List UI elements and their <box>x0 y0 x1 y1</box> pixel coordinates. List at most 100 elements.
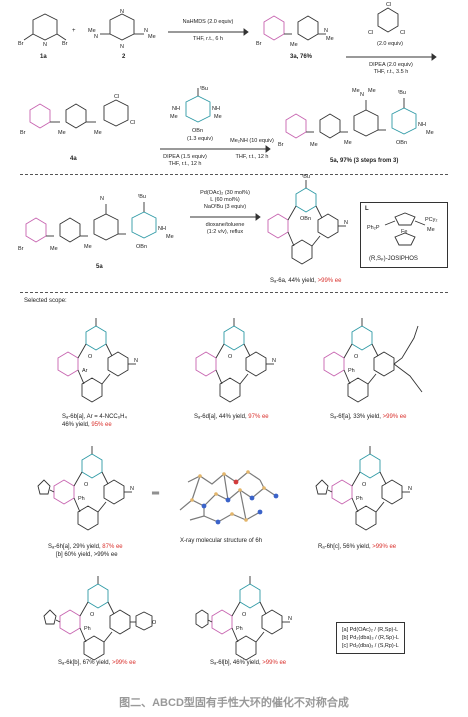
svg-text:O: O <box>90 612 95 618</box>
svg-text:N: N <box>144 28 148 34</box>
xray-caption: X-ray molecular structure of 6h <box>180 538 263 544</box>
svg-text:N: N <box>120 9 124 15</box>
svg-text:N: N <box>94 34 98 40</box>
scope-6k-result: Sₐ-6k[b], 67% yield, >99% ee <box>58 660 136 666</box>
svg-text:Me: Me <box>166 234 174 240</box>
macrocycle-6h-structure: OPh N <box>37 446 134 531</box>
svg-text:ᵗBu: ᵗBu <box>302 173 310 180</box>
svg-text:Br: Br <box>20 130 26 136</box>
svg-text:Ph: Ph <box>78 496 85 502</box>
macrocycle-6d-structure: ON <box>195 318 276 403</box>
step4-cond-solvent: dioxane/toluene <box>205 222 245 228</box>
josiphos-structure: Fe Ph₂P PCy₂ Me <box>367 212 438 246</box>
svg-text:Ar: Ar <box>82 368 88 374</box>
step1-conditions-bottom: THF, r.t., 6 h <box>193 36 223 42</box>
compound-1a-label: 1a <box>40 54 47 60</box>
svg-text:Me: Me <box>426 130 434 136</box>
svg-text:Cl: Cl <box>368 30 373 36</box>
svg-text:ᵗBu: ᵗBu <box>138 193 146 200</box>
step3-arrow <box>160 145 271 153</box>
svg-text:N: N <box>344 220 348 226</box>
scope-Ra6h-ee: >99% ee <box>372 544 397 550</box>
svg-text:O: O <box>152 620 157 626</box>
step4-cond-base: NaOᵗBu (3 equiv) <box>203 204 247 210</box>
step2-arrow <box>346 53 437 61</box>
legend-item-a: [a] Pd(OAc)₂ / (R,Sp)-L <box>342 627 399 633</box>
step4-cond-ligand: L (60 mol%) <box>210 197 240 203</box>
scope-6h-extra: [b] 60% yield, >99% ee <box>56 552 118 558</box>
compound-4a-structure: Br Me Me Cl Cl <box>20 94 135 136</box>
svg-text:NH: NH <box>158 226 166 232</box>
svg-text:Br: Br <box>62 41 68 47</box>
step1-arrow <box>168 28 249 36</box>
svg-text:N: N <box>134 358 138 364</box>
scope-6d-yield: 44% yield, <box>218 414 247 420</box>
svg-text:N: N <box>100 196 104 202</box>
svg-text:Me: Me <box>88 28 96 34</box>
ligand-box-title: L <box>365 206 369 212</box>
scope-Ra6h-yield: 56% yield, <box>342 544 371 550</box>
svg-text:Cl: Cl <box>400 30 405 36</box>
product-6a-yield: Sₐ-6a, 44% yield, <box>270 278 316 284</box>
svg-text:Me: Me <box>84 244 92 250</box>
svg-text:Ph: Ph <box>236 626 243 632</box>
scope-6k-ee: >99% ee <box>111 660 136 666</box>
svg-text:OBn: OBn <box>136 244 147 250</box>
svg-text:N: N <box>272 358 276 364</box>
svg-text:Ph: Ph <box>84 626 91 632</box>
step4-arrow <box>190 213 261 221</box>
macrocycle-Ra-6h-structure: OPh N <box>315 446 412 531</box>
svg-text:Me: Me <box>214 114 222 120</box>
plus-sign: + <box>72 28 76 34</box>
svg-text:Br: Br <box>18 246 24 252</box>
macrocycle-6k-structure: O Ph O <box>43 576 157 661</box>
svg-text:O: O <box>228 354 233 360</box>
legend-item-c: [c] Pd₂(dba)₃ / (S,Rp)-L <box>342 643 399 649</box>
step2-conditions-solvent: THF, r.t., 3.5 h <box>373 69 409 75</box>
trichlorotriazine-structure: Cl Cl Cl <box>368 2 405 36</box>
svg-text:Me: Me <box>310 142 318 148</box>
svg-text:NH: NH <box>212 106 220 112</box>
conditions-legend: [a] Pd(OAc)₂ / (R,Sp)-L [b] Pd₂(dba)₃ / … <box>336 622 405 654</box>
svg-text:Me: Me <box>368 88 376 94</box>
svg-text:O: O <box>354 354 359 360</box>
dibromopyridine-structure: Br N Br <box>18 13 68 48</box>
step4-cond-catalyst: Pd(OAc)₂ (30 mol%) <box>200 190 250 196</box>
svg-text:Cl: Cl <box>130 120 135 126</box>
svg-text:Me: Me <box>94 130 102 136</box>
scope-6k-label: Sₐ-6k[b], <box>58 660 81 666</box>
svg-text:Me: Me <box>290 42 298 48</box>
svg-text:Ph: Ph <box>356 496 363 502</box>
step3-cond-base: DIPEA (1.5 equiv) <box>163 154 207 160</box>
svg-text:Me: Me <box>148 34 156 40</box>
scope-6d-ee: 97% ee <box>248 414 269 420</box>
scope-6f-label: Sₐ-6f[a], <box>330 414 352 420</box>
scope-6l-result: Sₐ-6l[b], 46% yield, >99% ee <box>210 660 286 666</box>
svg-text:Ph₂P: Ph₂P <box>367 225 380 231</box>
svg-text:N: N <box>120 44 124 50</box>
svg-text:O: O <box>84 482 89 488</box>
scope-6f-ee: >99% ee <box>382 414 407 420</box>
compound-5a-label: 5a <box>96 264 103 270</box>
step1-conditions-top: NaHMDS (2.0 equiv) <box>182 19 234 25</box>
step3-equiv: (1.3 equiv) <box>187 136 213 142</box>
svg-text:PCy₂: PCy₂ <box>425 217 438 223</box>
step3-cond-solvent2: THF, r.t., 12 h <box>235 154 269 160</box>
svg-text:Br: Br <box>256 41 262 47</box>
svg-text:Me: Me <box>50 246 58 252</box>
macrocycle-6a-structure: ᵗBu OBn N <box>267 173 348 265</box>
scope-6f-yield: 33% yield, <box>353 414 381 420</box>
scope-6d-label: Sₐ-6d[a], <box>194 414 218 420</box>
scope-6b-result: 46% yield, 95% ee <box>62 422 112 428</box>
equals-sign: ═ <box>152 488 160 499</box>
step3-cond-solvent: THF, r.t., 12 h <box>168 161 202 167</box>
scope-6f-result: Sₐ-6f[a], 33% yield, >99% ee <box>330 414 406 420</box>
scope-title: Selected scope: <box>24 298 67 304</box>
svg-text:Cl: Cl <box>114 94 119 100</box>
macrocycle-6l-structure: OPh N <box>195 576 292 661</box>
svg-text:N: N <box>408 486 412 492</box>
svg-text:ᵗBu: ᵗBu <box>398 89 406 96</box>
scope-6h-yield: 29% yield, <box>72 544 101 550</box>
